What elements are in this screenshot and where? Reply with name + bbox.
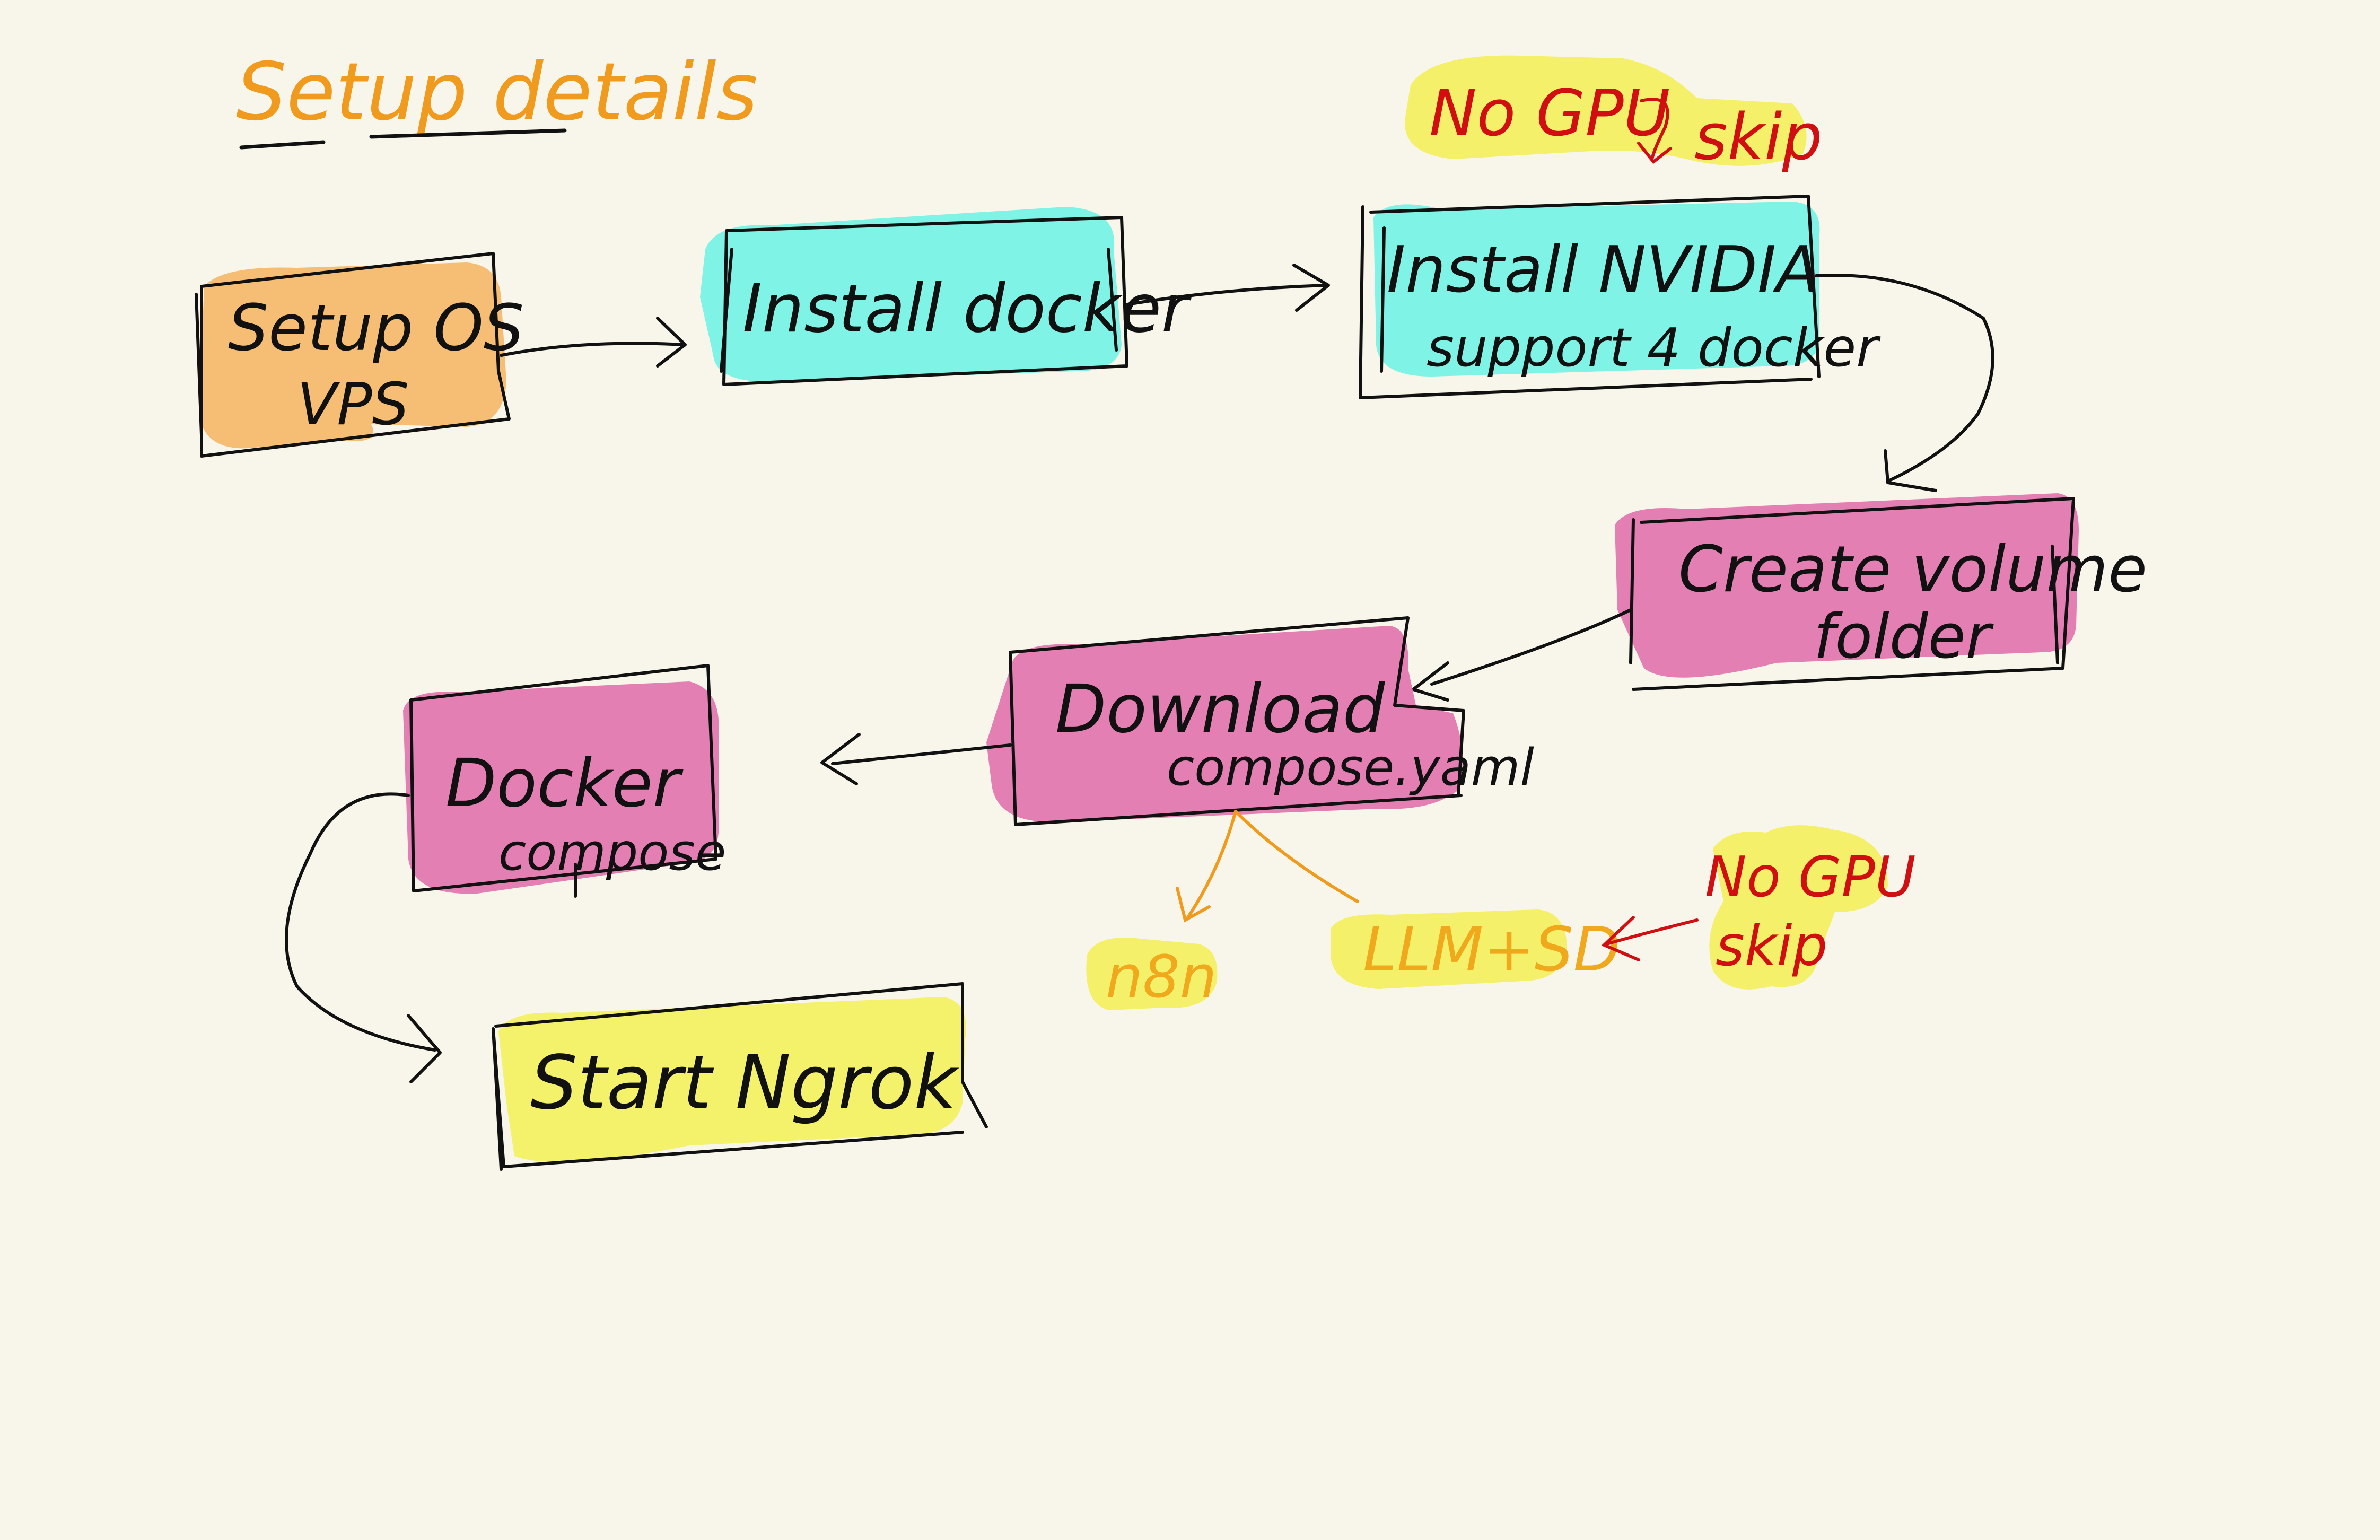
note-highlight	[1709, 825, 1888, 990]
node-start-ngrok: Start Ngrok	[492, 982, 988, 1171]
note-arrow	[1601, 916, 1699, 961]
label-highlight	[1086, 938, 1218, 1010]
highlight-blob	[1615, 493, 2079, 678]
box-outline	[1629, 497, 2075, 691]
node-label-line1: Create volume	[1678, 533, 2147, 607]
node-create-volume: Create volume folder	[1615, 493, 2147, 691]
box-outline	[492, 982, 988, 1171]
arrow-download-to-docker-compose	[820, 733, 1012, 785]
label-text: n8n	[1106, 943, 1217, 1011]
note-highlight	[1405, 55, 1807, 166]
node-label-line1: Setup OS	[228, 292, 524, 365]
note-text-skip: skip	[1694, 101, 1823, 174]
box-outline	[1359, 195, 1821, 399]
arrow-nvidia-to-volume	[1815, 274, 1994, 492]
arrow-docker-to-nvidia	[1123, 264, 1330, 312]
node-setup-os: Setup OS VPS	[195, 252, 524, 458]
box-outline	[720, 216, 1128, 386]
highlight-blob	[199, 262, 506, 449]
node-download-compose: Download compose.yaml	[986, 616, 1534, 826]
box-outline	[195, 252, 511, 458]
node-label-line2: compose.yaml	[1167, 739, 1534, 797]
label-text: LLM+SD	[1363, 914, 1620, 985]
title-group: Setup details	[236, 46, 758, 150]
node-install-nvidia: Install NVIDIA support 4 docker	[1359, 195, 1881, 399]
node-label-line2: compose	[498, 824, 726, 882]
label-n8n: n8n	[1086, 938, 1218, 1011]
box-outline	[409, 664, 718, 898]
highlight-blob	[700, 207, 1122, 382]
node-docker-compose: Docker compose	[403, 664, 726, 898]
arrow-docker-compose-to-ngrok	[285, 792, 442, 1083]
node-label-line2: folder	[1814, 601, 1994, 672]
arrow-setup-to-docker	[500, 317, 687, 368]
box-outline	[1009, 616, 1465, 826]
note-top-no-gpu: No GPU skip	[1405, 55, 1823, 174]
note-bottom-no-gpu: No GPU skip	[1601, 825, 1916, 990]
note-arrow	[1637, 98, 1672, 164]
node-label-line2: support 4 docker	[1427, 317, 1881, 379]
node-label-line1: Download	[1055, 671, 1385, 748]
node-label-line1: Start Ngrok	[530, 1040, 959, 1126]
highlight-blob	[986, 626, 1463, 822]
label-llm-sd: LLM+SD	[1331, 909, 1620, 989]
node-install-docker: Install docker	[700, 207, 1192, 386]
node-label-line1: Install NVIDIA	[1387, 233, 1820, 307]
highlight-blob	[1373, 202, 1820, 377]
highlight-blob	[403, 681, 719, 894]
branch-arrows	[1176, 810, 1359, 923]
node-label-line1: Install docker	[742, 270, 1192, 347]
note-text-skip: skip	[1716, 914, 1827, 978]
node-label-line2: VPS	[297, 370, 409, 438]
label-highlight	[1331, 909, 1567, 989]
arrow-volume-to-download	[1412, 608, 1632, 702]
node-label-line1: Docker	[445, 745, 684, 822]
note-text-no-gpu: No GPU	[1429, 77, 1670, 151]
page-title: Setup details	[236, 46, 758, 138]
highlight-blob	[498, 997, 966, 1162]
title-underline	[239, 128, 567, 150]
note-text-no-gpu: No GPU	[1705, 845, 1916, 909]
